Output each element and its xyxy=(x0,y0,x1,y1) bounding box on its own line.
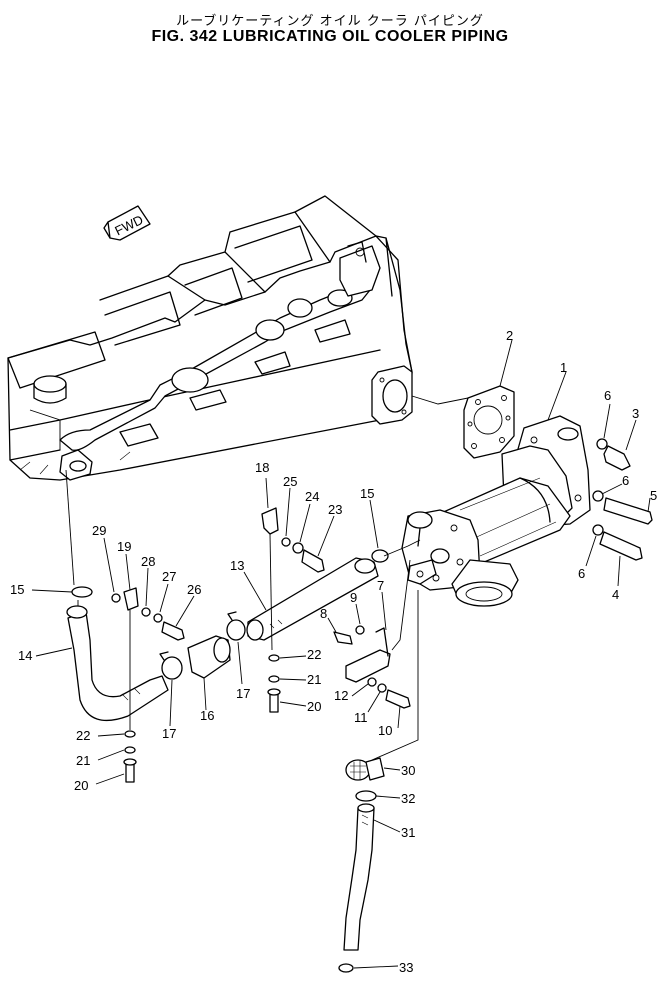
callout-8: 8 xyxy=(320,606,327,621)
callout-3: 3 xyxy=(632,406,639,421)
callout-30: 30 xyxy=(401,763,415,778)
callout-20-mid: 20 xyxy=(307,699,321,714)
callout-10: 10 xyxy=(378,723,392,738)
callout-12: 12 xyxy=(334,688,348,703)
callout-6b: 6 xyxy=(622,473,629,488)
o-ring-15-right xyxy=(371,549,389,563)
oil-cooler-drawing xyxy=(401,415,591,607)
callout-29: 29 xyxy=(92,523,106,538)
engine-block-drawing xyxy=(7,195,413,481)
callout-26: 26 xyxy=(187,582,201,597)
callout-33: 33 xyxy=(399,960,413,975)
callout-11: 11 xyxy=(354,710,368,725)
callout-5: 5 xyxy=(650,488,657,503)
callout-25: 25 xyxy=(283,474,297,489)
callout-22-left: 22 xyxy=(76,728,90,743)
callout-1: 1 xyxy=(560,360,567,375)
callout-4: 4 xyxy=(612,587,619,602)
callout-19: 19 xyxy=(117,539,131,554)
bracket-7-drawing xyxy=(333,559,411,709)
callout-21-left: 21 xyxy=(76,753,90,768)
suction-pipe-drawing xyxy=(338,590,419,973)
figure-title: FIG. 342 LUBRICATING OIL COOLER PIPING xyxy=(151,28,509,45)
callout-13: 13 xyxy=(230,558,244,573)
cooler-bolts-drawing xyxy=(592,438,653,561)
fwd-arrow: FWD xyxy=(103,205,151,241)
callout-17-right: 17 xyxy=(236,686,250,701)
title-japanese: ルーブリケーティング オイル クーラ パイピング xyxy=(176,14,484,29)
callout-17-left: 17 xyxy=(162,726,176,741)
callout-22-mid: 22 xyxy=(307,647,321,662)
callout-6a: 6 xyxy=(604,388,611,403)
callout-16: 16 xyxy=(200,708,214,723)
washer-6c xyxy=(592,524,604,536)
callout-31: 31 xyxy=(401,825,415,840)
callout-18: 18 xyxy=(255,460,269,475)
callout-32: 32 xyxy=(401,791,415,806)
callout-2: 2 xyxy=(506,328,513,343)
callout-14: 14 xyxy=(18,648,32,663)
callout-7: 7 xyxy=(377,578,384,593)
callout-27: 27 xyxy=(162,569,176,584)
callout-21-mid: 21 xyxy=(307,672,321,687)
o-ring-15-left xyxy=(71,586,93,598)
callout-28: 28 xyxy=(141,554,155,569)
callout-24: 24 xyxy=(305,489,319,504)
bracket-18-drawing xyxy=(261,507,325,713)
part-callouts: 1 2 3 4 5 6 6 6 7 8 xyxy=(10,328,657,975)
washer-6a xyxy=(596,438,608,450)
callout-15-left: 15 xyxy=(10,582,24,597)
callout-6c: 6 xyxy=(578,566,585,581)
gasket-drawing xyxy=(411,385,515,459)
bracket-19-drawing xyxy=(111,587,185,783)
washer-6b xyxy=(592,490,604,502)
callout-23: 23 xyxy=(328,502,342,517)
callout-9: 9 xyxy=(350,590,357,605)
callout-15-right: 15 xyxy=(360,486,374,501)
piping-drawing xyxy=(65,469,421,722)
callout-20-left: 20 xyxy=(74,778,88,793)
